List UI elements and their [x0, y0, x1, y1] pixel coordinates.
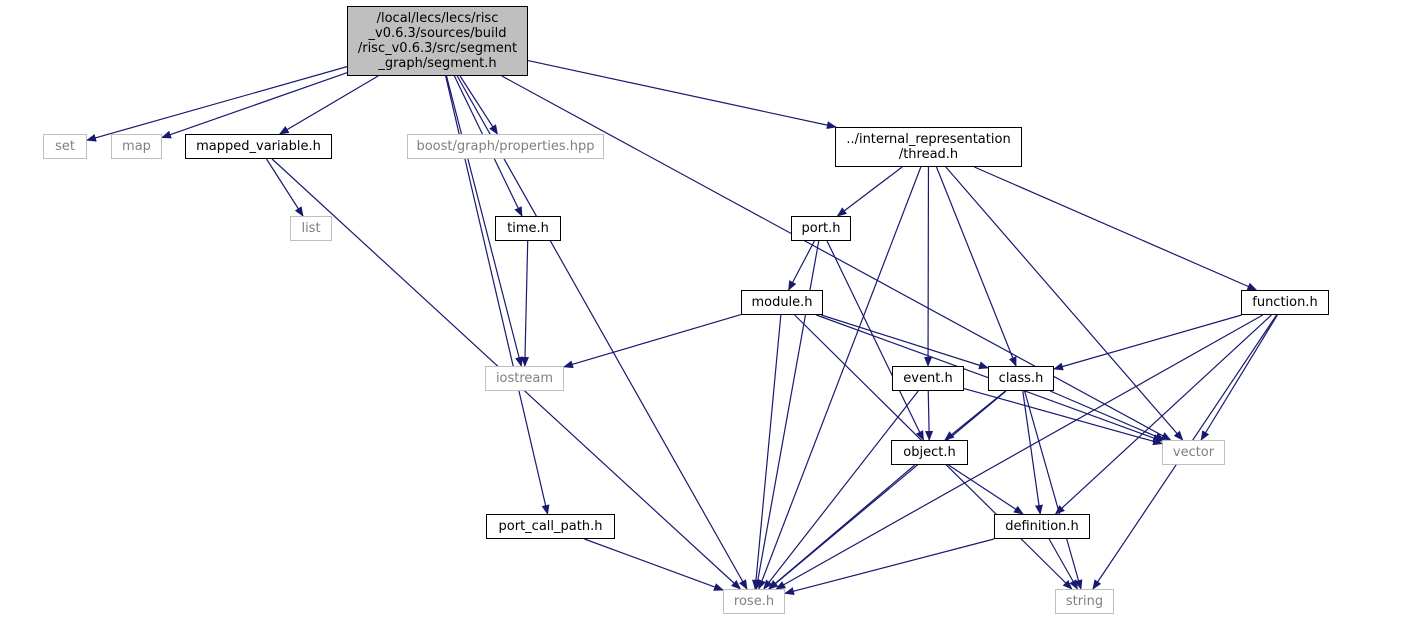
node-thread-h[interactable]: ../internal_representation /thread.h [835, 127, 1022, 167]
edge-event-to-object [925, 390, 934, 441]
node-time-h[interactable]: time.h [495, 216, 561, 241]
edge-function-to-definition [1054, 314, 1272, 515]
node-map-label: map [122, 139, 151, 154]
edge-thread-to-function [974, 166, 1258, 291]
edge-segment-to-rose [456, 75, 748, 590]
edge-port-to-object [826, 240, 924, 441]
edge-thread-to-port [836, 166, 903, 217]
node-port-h[interactable]: port.h [791, 216, 851, 241]
edge-function-to-rose [775, 314, 1264, 590]
node-segment-line-3: /risc_v0.6.3/src/segment [357, 41, 518, 56]
edge-segment-to-boost [459, 75, 498, 135]
node-vector-label: vector [1172, 445, 1215, 460]
edge-mapped_variable-to-list [265, 158, 304, 217]
node-segment-line-1: /local/lecs/lecs/risc [376, 11, 499, 26]
node-event-label: event.h [903, 371, 953, 386]
edge-function-to-class [1053, 314, 1242, 371]
edge-thread-to-class [935, 166, 1017, 367]
node-string[interactable]: string [1055, 589, 1114, 614]
node-class-label: class.h [998, 371, 1044, 386]
node-time-label: time.h [507, 221, 549, 236]
node-module-label: module.h [751, 295, 813, 310]
edge-thread-to-vector [945, 166, 1184, 441]
edge-definition-to-string [1048, 538, 1078, 590]
node-set-label: set [55, 139, 75, 154]
edge-function-to-vector [1200, 314, 1278, 441]
edge-class-to-vector [1049, 390, 1166, 441]
edge-definition-to-rose [784, 538, 995, 596]
node-event-h[interactable]: event.h [892, 366, 964, 391]
node-boost-graph-properties[interactable]: boost/graph/properties.hpp [407, 134, 604, 159]
edge-segment-to-iostream [445, 75, 523, 367]
edge-segment-to-thread [527, 59, 837, 130]
edge-object-to-rose [767, 464, 916, 590]
edge-module-to-rose [752, 314, 782, 590]
edge-class-to-definition [1022, 390, 1043, 515]
edge-module-to-iostream [563, 314, 742, 369]
node-list[interactable]: list [290, 216, 332, 241]
edges-layer [86, 59, 1278, 596]
edge-segment-to-set [86, 66, 348, 142]
node-function-label: function.h [1252, 295, 1318, 310]
node-function-h[interactable]: function.h [1241, 290, 1329, 315]
edge-time-to-iostream [521, 240, 530, 367]
node-port-call-path-h[interactable]: port_call_path.h [486, 514, 615, 539]
node-port-call-path-label: port_call_path.h [498, 519, 603, 534]
node-vector[interactable]: vector [1162, 440, 1225, 465]
edge-module-to-class [821, 314, 989, 370]
edge-port_call_path-to-rose [584, 538, 724, 591]
edge-segment-to-vector [501, 75, 1172, 441]
node-mapped-variable-h[interactable]: mapped_variable.h [185, 134, 332, 159]
node-segment-h[interactable]: /local/lecs/lecs/risc _v0.6.3/sources/bu… [347, 6, 528, 76]
edge-segment-to-mapped_variable [278, 75, 379, 135]
node-map[interactable]: map [111, 134, 162, 159]
node-segment-line-2: _v0.6.3/sources/build [368, 26, 507, 41]
node-boost-label: boost/graph/properties.hpp [416, 139, 595, 154]
node-module-h[interactable]: module.h [741, 290, 823, 315]
node-object-label: object.h [903, 445, 956, 460]
node-object-h[interactable]: object.h [891, 440, 968, 465]
edge-thread-to-rose [758, 166, 922, 590]
edge-segment-to-map [161, 72, 348, 139]
node-thread-line-1: ../internal_representation [846, 132, 1011, 147]
edge-class-to-string [1023, 390, 1083, 590]
node-class-h[interactable]: class.h [988, 366, 1054, 391]
edge-event-to-rose [763, 390, 919, 590]
edge-object-to-definition [948, 464, 1024, 515]
node-mapped-variable-label: mapped_variable.h [196, 139, 321, 154]
node-definition-label: definition.h [1005, 519, 1079, 534]
node-rose-h[interactable]: rose.h [723, 589, 785, 614]
node-iostream-label: iostream [495, 371, 554, 386]
node-list-label: list [301, 221, 321, 236]
node-string-label: string [1065, 594, 1104, 609]
node-rose-label: rose.h [733, 594, 775, 609]
node-thread-line-2: /thread.h [898, 147, 959, 162]
node-definition-h[interactable]: definition.h [994, 514, 1090, 539]
node-set[interactable]: set [43, 134, 87, 159]
node-port-label: port.h [801, 221, 841, 236]
node-segment-line-4: _graph/segment.h [378, 56, 497, 71]
node-iostream[interactable]: iostream [485, 366, 564, 391]
edge-port-to-module [788, 240, 815, 291]
